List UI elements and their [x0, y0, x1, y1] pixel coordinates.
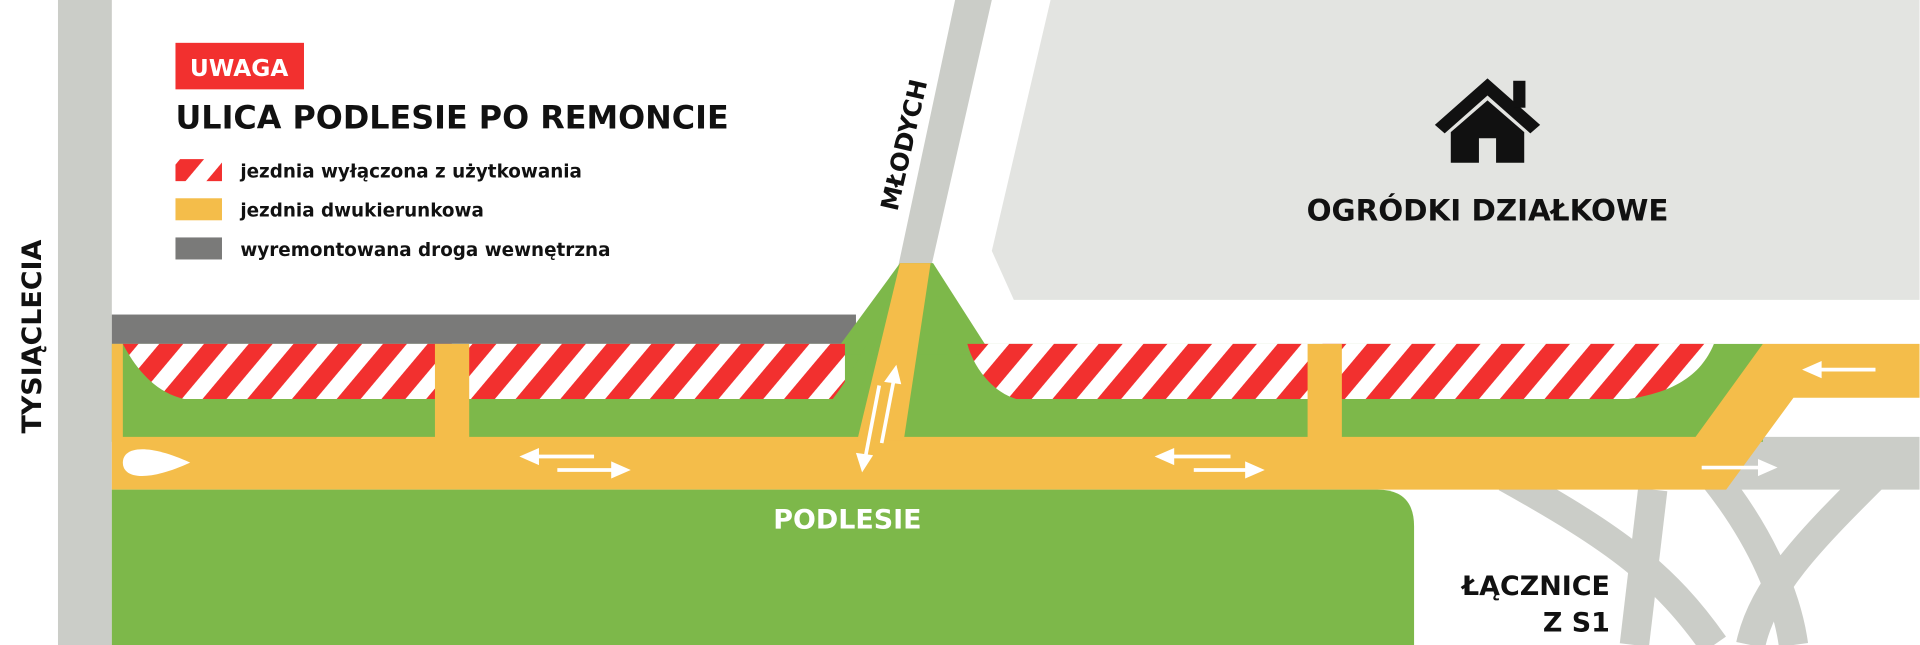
- green-junction-east: [930, 263, 980, 399]
- legend-swatch-internal: [175, 237, 222, 260]
- traffic-island: [122, 449, 191, 476]
- legend-swatch-closed: [175, 159, 222, 182]
- legend-label-two-way: jezdnia dwukierunkowa: [239, 201, 484, 222]
- s1-road: [1720, 436, 1920, 490]
- allotments-label: OGRÓDKI DZIAŁKOWE: [1307, 191, 1669, 227]
- legend-title: ULICA PODLESIE PO REMONCIE: [175, 99, 728, 137]
- legend: UWAGA ULICA PODLESIE PO REMONCIE jezdnia…: [175, 42, 729, 261]
- two-way-arrows-west: [519, 447, 631, 479]
- internal-road: [111, 314, 856, 344]
- green-area-south: [111, 489, 1415, 645]
- ramps-label-line1: ŁĄCZNICE: [1460, 571, 1610, 602]
- connector-west: [434, 343, 470, 442]
- mlodych-road: [897, 0, 992, 270]
- legend-label-internal: wyremontowana droga wewnętrzna: [240, 240, 610, 261]
- warning-badge: [175, 42, 304, 90]
- tysiaclecia-road: [57, 0, 112, 645]
- s1-ramps: [1498, 464, 1884, 645]
- two-way-arrows-mlodych: [855, 364, 902, 473]
- legend-swatch-two-way: [175, 198, 222, 221]
- warning-badge-label: UWAGA: [190, 55, 289, 82]
- street-label-podlesie: PODLESIE: [773, 505, 921, 536]
- closed-carriageway-west: [122, 343, 845, 399]
- legend-label-closed: jezdnia wyłączona z użytkowania: [239, 161, 582, 182]
- street-label-tysiaclecia: TYSIĄCLECIA: [17, 239, 48, 433]
- ramps-label-line2: Z S1: [1543, 608, 1610, 639]
- one-way-arrow-east: [1701, 458, 1778, 477]
- house-icon: [1434, 78, 1541, 163]
- podlesie-road: [111, 343, 1920, 490]
- connector-east: [1307, 343, 1342, 442]
- one-way-arrow-west: [1802, 361, 1876, 379]
- two-way-arrows-east: [1154, 447, 1265, 479]
